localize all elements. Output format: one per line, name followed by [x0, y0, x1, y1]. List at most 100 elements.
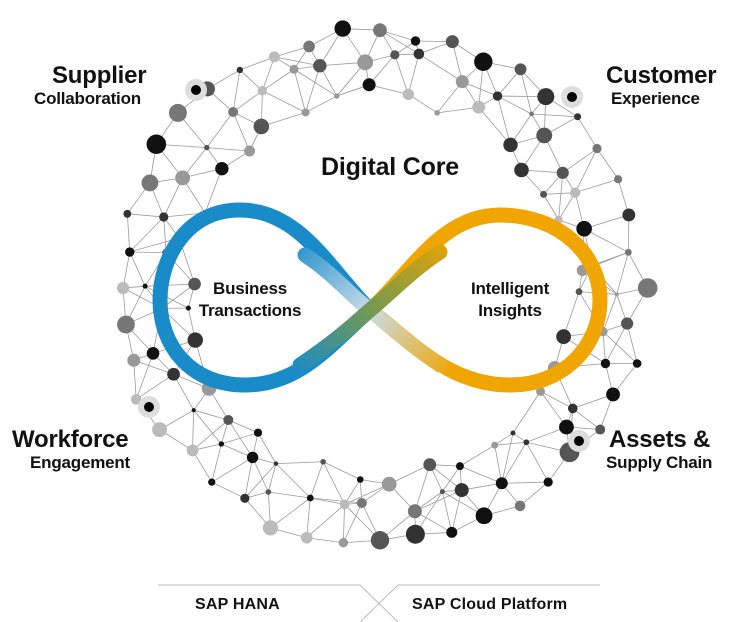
network-node [168, 103, 187, 122]
network-link [135, 373, 174, 400]
network-link [574, 148, 598, 193]
corner-node [574, 436, 584, 446]
network-link [252, 457, 269, 493]
network-link [442, 465, 461, 492]
network-link [418, 53, 463, 82]
network-node [257, 85, 268, 96]
network-link [135, 353, 154, 400]
network-link [274, 46, 310, 58]
network-node [339, 499, 350, 510]
network-node [141, 174, 159, 192]
network-link [558, 172, 564, 220]
network-node [475, 507, 493, 525]
network-link [512, 391, 541, 434]
network-link [211, 457, 253, 483]
network-node [228, 107, 239, 118]
network-link [262, 56, 275, 91]
network-link [414, 489, 462, 512]
business-line2: Transactions [198, 300, 302, 320]
network-node [514, 162, 529, 178]
network-node [402, 88, 415, 101]
network-node [303, 40, 315, 53]
network-link [193, 409, 222, 445]
network-node [127, 353, 141, 367]
network-link [322, 461, 345, 505]
network-node [334, 93, 340, 99]
network-link [244, 463, 277, 499]
network-node [188, 277, 201, 291]
network-node [510, 430, 516, 436]
network-link [497, 95, 511, 145]
network-link [501, 432, 514, 484]
platform-divider [158, 584, 600, 622]
network-link [596, 148, 619, 180]
network-link [257, 432, 277, 464]
network-link [389, 464, 430, 485]
network-node [595, 424, 606, 435]
network-node [439, 489, 445, 495]
network-node [191, 408, 196, 413]
sap-cloud-platform-label: SAP Cloud Platform [412, 596, 568, 613]
network-link [451, 41, 463, 82]
network-node [536, 127, 553, 144]
network-link [575, 178, 619, 194]
network-node [575, 288, 583, 296]
network-node [116, 281, 130, 295]
network-node [246, 451, 259, 464]
network-link [394, 54, 409, 95]
network-link [322, 461, 361, 480]
network-node [356, 498, 367, 509]
network-node [624, 248, 632, 256]
network-node [407, 504, 422, 519]
network-node [175, 170, 191, 186]
network-node [556, 166, 569, 179]
workforce-label: Workforce Engagement [12, 427, 130, 472]
network-link [408, 94, 438, 114]
network-link [519, 481, 549, 507]
network-link [192, 419, 229, 451]
network-link [310, 497, 362, 504]
network-node [373, 23, 387, 38]
network-node [187, 332, 203, 348]
network-node [125, 247, 135, 257]
network-link [244, 457, 253, 499]
customer-label: Customer Experience [606, 63, 717, 108]
assets-title: Assets & [609, 426, 711, 453]
network-link [436, 81, 463, 114]
network-node [123, 209, 132, 218]
network-link [525, 442, 549, 483]
network-link [437, 106, 479, 114]
network-node [146, 347, 160, 360]
network-link [129, 251, 167, 254]
network-link [310, 497, 345, 505]
network-link [239, 56, 275, 71]
network-node [215, 161, 229, 176]
network-link [262, 90, 306, 113]
network-node [574, 113, 582, 121]
network-link [562, 148, 598, 174]
assets-subtitle: Supply Chain [606, 453, 713, 473]
network-link [572, 408, 601, 430]
network-node [455, 75, 469, 89]
network-node [273, 461, 279, 466]
network-node [159, 212, 169, 222]
network-node [117, 315, 135, 334]
network-node [334, 20, 351, 37]
network-node [514, 500, 526, 512]
network-link [602, 331, 606, 364]
digital-core-title: Digital Core [321, 153, 459, 181]
network-node [423, 458, 437, 472]
network-node [223, 414, 234, 425]
network-node [357, 54, 374, 71]
network-node [600, 358, 611, 369]
network-node [543, 477, 553, 487]
network-node [208, 478, 216, 486]
network-link [306, 504, 345, 539]
network-node [240, 493, 250, 503]
network-node [289, 64, 299, 74]
network-link [211, 443, 222, 483]
corner-node [567, 92, 577, 102]
network-link [540, 391, 573, 409]
network-node [503, 137, 518, 153]
